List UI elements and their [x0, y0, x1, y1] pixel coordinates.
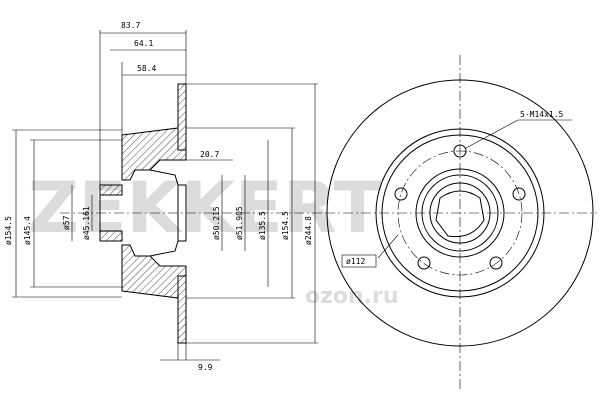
- dia-135-5: ø135.5: [258, 211, 267, 240]
- thread-label: 5-M14x1.5: [520, 110, 564, 119]
- bolt-hole-5: [394, 187, 408, 201]
- dia-145-4: ø145.4: [23, 216, 32, 245]
- pcd-leader: [377, 234, 399, 259]
- watermark-brand: ZEKKERT: [28, 167, 382, 249]
- dia-244-8: ø244.8: [304, 216, 313, 245]
- bore-upper: [99, 184, 123, 196]
- bolt-hole-3: [489, 256, 503, 270]
- pcd-label-box: [341, 254, 377, 268]
- dim-58-4: 58.4: [137, 64, 156, 73]
- hub-flange-inner-circle: [381, 134, 539, 292]
- watermark-site: ozon.ru: [305, 284, 399, 309]
- disc-rim-upper: [177, 83, 187, 151]
- center-spline: [435, 190, 485, 238]
- side-section-view: 83.7 64.1 58.4 20.7 9.9 ø154.5 ø145.4 ø5…: [4, 21, 325, 372]
- dim-83-7: 83.7: [121, 21, 140, 30]
- dim-64-1: 64.1: [134, 39, 153, 48]
- disc-outer-edge: [326, 79, 594, 347]
- dim-20-7: 20.7: [200, 150, 219, 159]
- pcd-circle: [397, 150, 523, 276]
- bolt-hole-1: [453, 144, 467, 158]
- dia-45-161: ø45.161: [82, 206, 91, 240]
- dia-154-5-left: ø154.5: [4, 216, 13, 245]
- pcd-label: ø112: [346, 257, 365, 266]
- watermark-logo: ZEKKERT ozon.ru: [28, 167, 399, 309]
- hub-upper-section: [121, 127, 187, 181]
- hub-lower-section: [121, 244, 187, 299]
- dim-9-9: 9.9: [198, 363, 213, 372]
- dia-57: ø57: [62, 215, 71, 230]
- bolt-hole-4: [417, 256, 431, 270]
- dia-50-215: ø50.215: [212, 206, 221, 240]
- inner-seat-profile: [149, 169, 179, 257]
- disc-rim-lower: [177, 275, 187, 344]
- center-boss-outer: [415, 168, 505, 258]
- dia-51-905: ø51.905: [235, 206, 244, 240]
- hub-flange-circle: [375, 128, 545, 298]
- bolt-hole-2: [512, 187, 526, 201]
- hub-face: [178, 184, 187, 242]
- front-view: 5-M14x1.5 ø112: [325, 55, 597, 392]
- dia-154-5-right: ø154.5: [281, 211, 290, 240]
- center-boss-inner: [421, 174, 499, 252]
- center-bore-circle: [429, 182, 491, 244]
- bore-lower: [99, 230, 123, 242]
- thread-leader: [465, 119, 519, 149]
